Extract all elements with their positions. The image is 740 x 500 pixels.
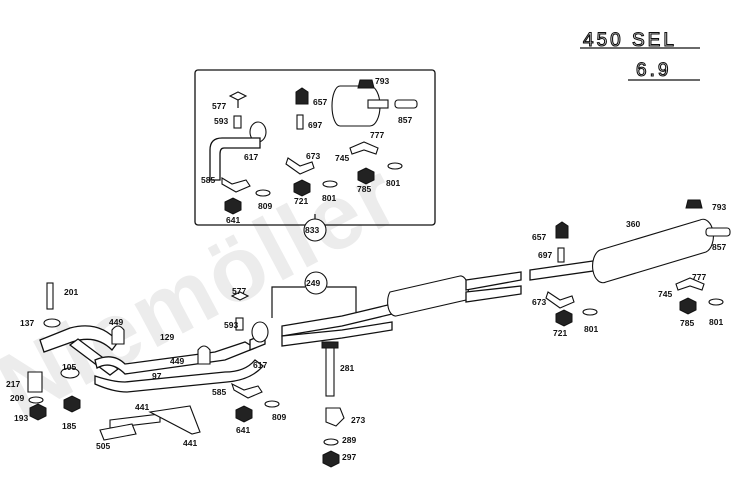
model-line-2: 6.9: [636, 60, 671, 81]
label-201: 201: [64, 287, 78, 297]
label-137: 137: [20, 318, 34, 328]
model-line-1: 450 SEL: [583, 30, 677, 51]
detail-inset-box: [194, 69, 436, 226]
label-585: 585: [212, 387, 226, 397]
label-449-b: 449: [170, 356, 184, 366]
label-360: 360: [626, 219, 640, 229]
label-441-a: 441: [135, 402, 149, 412]
label-289: 289: [342, 435, 356, 445]
label-617-inset: 617: [244, 152, 258, 162]
label-297: 297: [342, 452, 356, 462]
callout-833: 833: [305, 225, 319, 235]
label-857: 857: [712, 242, 726, 252]
label-721-inset: 721: [294, 196, 308, 206]
watermark-text: Niemöller: [0, 142, 415, 437]
part-labels: 577 593 617 585 641 809 657 697 673 721 …: [6, 76, 726, 462]
label-785: 785: [680, 318, 694, 328]
label-657: 657: [532, 232, 546, 242]
inset-callout: 833: [303, 214, 327, 242]
label-721: 721: [553, 328, 567, 338]
label-281: 281: [340, 363, 354, 373]
label-785-inset: 785: [357, 184, 371, 194]
label-585-inset: 585: [201, 175, 215, 185]
label-697: 697: [538, 250, 552, 260]
rear-hardware: [545, 199, 724, 327]
label-801-inset-b: 801: [386, 178, 400, 188]
label-505: 505: [96, 441, 110, 451]
label-809-inset: 809: [258, 201, 272, 211]
label-801-a: 801: [584, 324, 598, 334]
label-617: 617: [253, 360, 267, 370]
label-593: 593: [224, 320, 238, 330]
model-badge: 450 SEL 6.9: [580, 29, 700, 82]
center-hardware: [230, 291, 345, 468]
label-801-b: 801: [709, 317, 723, 327]
label-697-inset: 697: [308, 120, 322, 130]
label-593-inset: 593: [214, 116, 228, 126]
label-185: 185: [62, 421, 76, 431]
label-777: 777: [692, 272, 706, 282]
label-801-inset-a: 801: [322, 193, 336, 203]
label-745: 745: [658, 289, 672, 299]
label-105: 105: [62, 362, 76, 372]
label-657-inset: 657: [313, 97, 327, 107]
label-673-inset: 673: [306, 151, 320, 161]
label-857-inset: 857: [398, 115, 412, 125]
label-809: 809: [272, 412, 286, 422]
label-673: 673: [532, 297, 546, 307]
label-273: 273: [351, 415, 365, 425]
label-641: 641: [236, 425, 250, 435]
center-section: [281, 271, 522, 347]
label-217: 217: [6, 379, 20, 389]
label-97: 97: [152, 371, 162, 381]
label-793: 793: [712, 202, 726, 212]
label-129: 129: [160, 332, 174, 342]
front-pipes: [39, 325, 266, 393]
callout-249: 249: [306, 278, 320, 288]
label-793-inset: 793: [375, 76, 389, 86]
label-641-inset: 641: [226, 215, 240, 225]
label-193: 193: [14, 413, 28, 423]
label-441-b: 441: [183, 438, 197, 448]
label-577: 577: [232, 286, 246, 296]
rear-muffler: [529, 218, 731, 284]
label-777-inset: 777: [370, 130, 384, 140]
group-callout: 249: [271, 271, 357, 318]
label-577-inset: 577: [212, 101, 226, 111]
label-209: 209: [10, 393, 24, 403]
label-745-inset: 745: [335, 153, 349, 163]
left-hardware: [27, 282, 211, 441]
label-449-a: 449: [109, 317, 123, 327]
